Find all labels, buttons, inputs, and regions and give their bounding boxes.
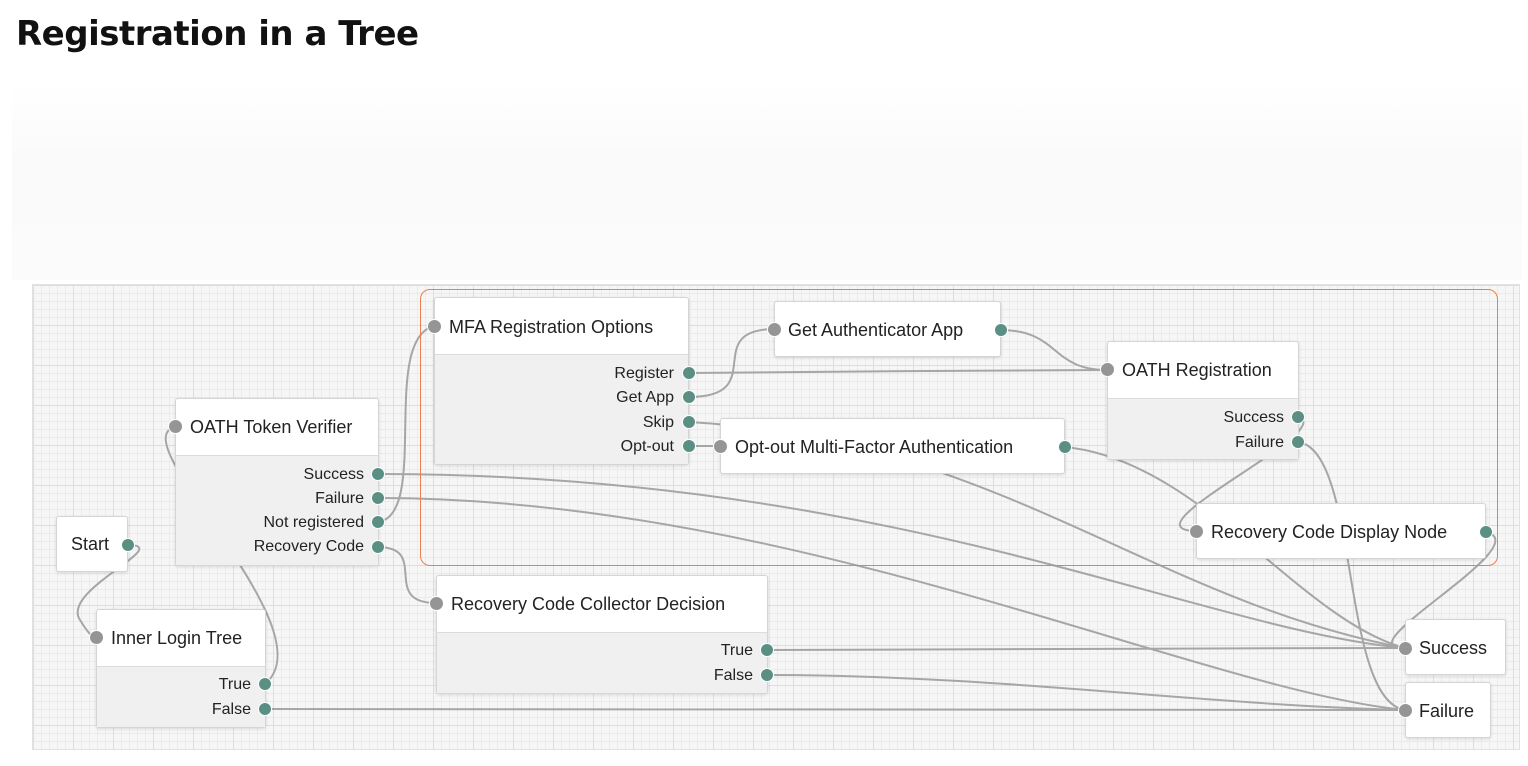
failure-input-port[interactable] [1398,703,1413,718]
outcome-label-true: True [720,642,753,659]
outcome-label-true: True [218,676,251,693]
outcome-label-skip: Skip [642,414,674,431]
node-opt-out-mfa[interactable]: Opt-out Multi-Factor Authentication [720,418,1065,474]
outcome-label-failure: Failure [315,490,364,507]
node-title: Opt-out Multi-Factor Authentication [735,437,1014,457]
outcome-label-opt-out: Opt-out [620,438,674,455]
outcome-label-not-registered: Not registered [263,514,365,531]
node-mfa-registration-options[interactable]: MFA Registration Options Register Get Ap… [434,297,689,465]
oath-verifier-input-port[interactable] [168,419,183,434]
node-outcomes-panel [176,455,378,565]
outcome-label-get-app: Get App [616,389,674,406]
oath-registration-success-port[interactable] [1291,410,1305,424]
node-get-authenticator-app[interactable]: Get Authenticator App [774,301,1001,357]
node-outcomes-panel [97,666,265,727]
node-outcomes-panel [1108,398,1298,459]
node-outcomes-panel [437,632,767,693]
node-recovery-code-collector[interactable]: Recovery Code Collector Decision True Fa… [436,575,768,694]
oath-verifier-success-port[interactable] [371,467,385,481]
mfa-options-input-port[interactable] [427,319,442,334]
node-title: OATH Token Verifier [190,417,353,437]
node-start[interactable]: Start [56,516,128,572]
node-success[interactable]: Success [1405,619,1506,675]
outcome-label-success: Success [303,466,364,483]
node-inner-login-tree[interactable]: Inner Login Tree True False [96,609,266,728]
inner-login-input-port[interactable] [89,630,104,645]
collector-input-port[interactable] [429,596,444,611]
inner-login-true-port[interactable] [258,677,272,691]
oath-registration-failure-port[interactable] [1291,435,1305,449]
recovery-display-input-port[interactable] [1189,524,1204,539]
outcome-label-success: Success [1223,409,1284,426]
mfa-options-skip-port[interactable] [682,415,696,429]
node-title: Failure [1419,701,1475,721]
mfa-options-register-port[interactable] [682,366,696,380]
outcome-label-recovery-code: Recovery Code [253,538,364,555]
node-title: Recovery Code Display Node [1211,522,1448,542]
node-title: Recovery Code Collector Decision [451,594,726,614]
start-output-port[interactable] [121,538,135,552]
node-title: OATH Registration [1122,360,1272,380]
header-spacer [12,80,1522,280]
oath-verifier-not-registered-port[interactable] [371,515,385,529]
opt-out-mfa-input-port[interactable] [713,439,728,454]
oath-verifier-failure-port[interactable] [371,491,385,505]
node-oath-token-verifier[interactable]: OATH Token Verifier Success Failure Not … [175,398,379,566]
collector-true-port[interactable] [760,643,774,657]
outcome-label-failure: Failure [1235,434,1284,451]
node-title: Start [71,534,110,554]
collector-false-port[interactable] [760,668,774,682]
node-title: Success [1419,638,1488,658]
node-title: MFA Registration Options [449,317,654,337]
get-app-output-port[interactable] [994,323,1008,337]
page-title: Registration in a Tree [16,14,419,54]
node-failure[interactable]: Failure [1405,682,1491,738]
node-recovery-code-display[interactable]: Recovery Code Display Node [1196,503,1486,559]
inner-login-false-port[interactable] [258,702,272,716]
node-outcomes-panel [435,354,688,464]
node-title: Get Authenticator App [788,320,964,340]
outcome-label-register: Register [614,365,674,382]
outcome-label-false: False [713,667,753,684]
mfa-options-opt-out-port[interactable] [682,439,696,453]
opt-out-mfa-output-port[interactable] [1058,440,1072,454]
success-input-port[interactable] [1398,641,1413,656]
node-title: Inner Login Tree [111,628,243,648]
registration-group-highlight [420,289,1498,566]
oath-registration-input-port[interactable] [1100,362,1115,377]
outcome-label-false: False [211,701,251,718]
oath-verifier-recovery-code-port[interactable] [371,540,385,554]
node-oath-registration[interactable]: OATH Registration Success Failure [1107,341,1299,460]
mfa-options-get-app-port[interactable] [682,390,696,404]
get-app-input-port[interactable] [767,322,782,337]
recovery-display-output-port[interactable] [1479,525,1493,539]
